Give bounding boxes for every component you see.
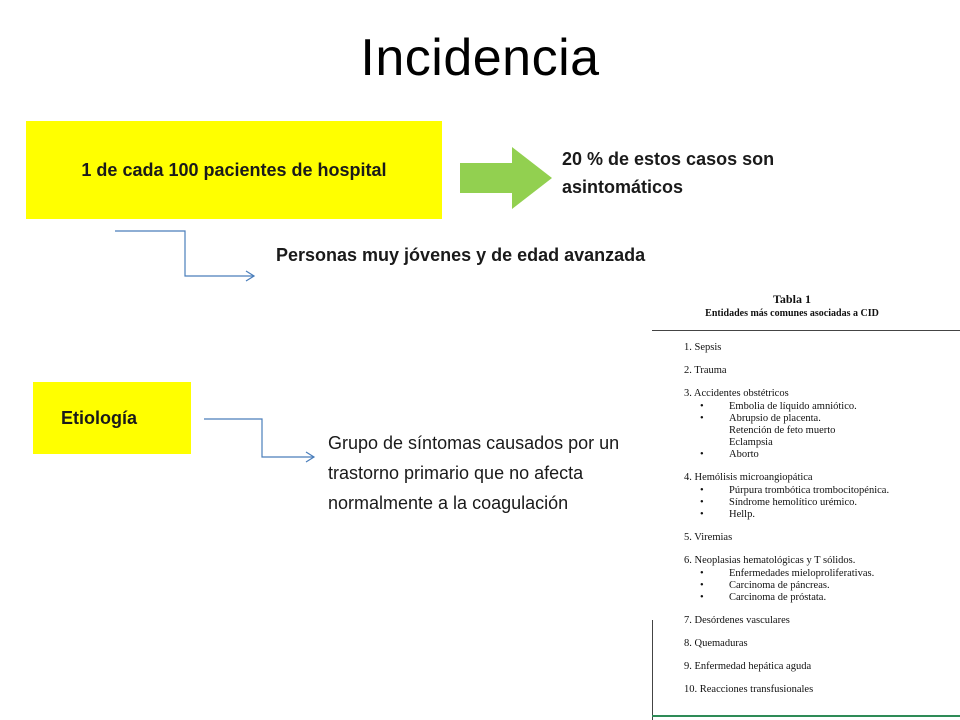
table-item: 4. Hemólisis microangiopática — [684, 472, 813, 483]
table-item: 1. Sepsis — [684, 342, 722, 353]
table-sub-item-text: Púrpura trombótica trombocitopénica. — [729, 485, 890, 496]
etiology-box: Etiología — [33, 382, 191, 454]
bullet-icon: • — [700, 485, 704, 496]
table-item: 10. Reacciones transfusionales — [684, 684, 814, 695]
table-sub-item: • Carcinoma de páncreas. — [700, 580, 830, 591]
table-sub-item: • Aborto — [700, 449, 759, 460]
table-sub-item-text: Enfermedades mieloproliferativas. — [729, 568, 875, 579]
table-item: 2. Trauma — [684, 365, 727, 376]
table-sub-item-text: Carcinoma de próstata. — [729, 592, 827, 603]
table-sub-item-text: Síndrome hemolítico urémico. — [729, 497, 858, 508]
bullet-icon: • — [700, 401, 704, 412]
bullet-icon: • — [700, 449, 704, 460]
table-sub-item-text: Eclampsia — [729, 437, 773, 448]
table-item: 7. Desórdenes vasculares — [684, 615, 790, 626]
etiology-label: Etiología — [61, 407, 137, 428]
table-item: 9. Enfermedad hepática aguda — [684, 661, 812, 672]
right-arrow-icon — [460, 147, 552, 209]
table-top-rule — [652, 330, 960, 331]
age-note: Personas muy jóvenes y de edad avanzada — [276, 245, 646, 265]
table-sub-item: • Hellp. — [700, 509, 755, 520]
bullet-icon: • — [700, 568, 704, 579]
table-sub-item: • Púrpura trombótica trombocitopénica. — [700, 485, 890, 496]
table-left-rule — [652, 620, 653, 720]
slide-title: Incidencia — [360, 29, 600, 87]
table-sub-item-text: Abrupsio de placenta. — [729, 413, 821, 424]
table-sub-item: • Embolia de líquido amniótico. — [700, 401, 857, 412]
table-sub-item-text: Embolia de líquido amniótico. — [729, 401, 857, 412]
table-sub-item: • Enfermedades mieloproliferativas. — [700, 568, 875, 579]
bullet-icon: • — [700, 509, 704, 520]
table-sub-item: • Abrupsio de placenta. — [700, 413, 821, 424]
bullet-icon: • — [700, 497, 704, 508]
bullet-icon: • — [700, 592, 704, 603]
table-item: 5. Viremias — [684, 532, 733, 543]
table-sub-item-text: Carcinoma de páncreas. — [729, 580, 830, 591]
table-sub-item: • Carcinoma de próstata. — [700, 592, 827, 603]
table-sub-item-text: Hellp. — [729, 509, 755, 520]
table-bottom-rule — [652, 715, 960, 717]
table-sub-item-text: Retención de feto muerto — [729, 425, 836, 436]
bullet-icon: • — [700, 580, 704, 591]
table-sub-item: Retención de feto muerto — [729, 425, 835, 436]
bullet-icon: • — [700, 413, 704, 424]
table-item: 3. Accidentes obstétricos — [684, 388, 789, 399]
incidence-box: 1 de cada 100 pacientes de hospital — [26, 121, 442, 219]
table-sub-item: Eclampsia — [729, 437, 773, 448]
table-sub-item-text: Aborto — [729, 449, 759, 460]
table-subtitle: Entidades más comunes asociadas a CID — [705, 308, 879, 319]
asymptomatic-note: 20 % de estos casos son asintomáticos — [562, 149, 775, 197]
table-sub-item: • Síndrome hemolítico urémico. — [700, 497, 858, 508]
table-title: Tabla 1 — [773, 292, 811, 306]
etiology-description: Grupo de síntomas causados por un trasto… — [328, 433, 620, 513]
table-item: 6. Neoplasias hematológicas y T sólidos. — [684, 555, 856, 566]
cid-entities-table: Tabla 1 Entidades más comunes asociadas … — [652, 290, 960, 720]
incidence-text: 1 de cada 100 pacientes de hospital — [81, 159, 387, 180]
table-item: 8. Quemaduras — [684, 638, 748, 649]
